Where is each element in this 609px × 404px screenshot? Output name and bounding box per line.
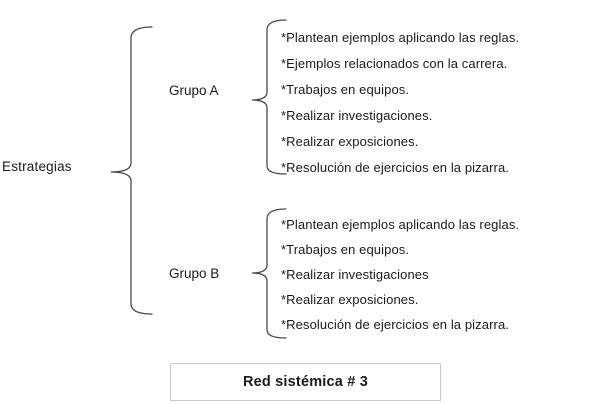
grupo-a-brace-icon [251,19,287,175]
root-label-estrategias: Estrategias [2,159,72,174]
group-a-item: *Resolución de ejercicios en la pizarra. [281,160,510,175]
group-b-item: *Trabajos en equipos. [281,242,410,257]
group-a-item: *Ejemplos relacionados con la carrera. [281,56,508,71]
caption-text: Red sistémica # 3 [242,374,369,390]
group-b-item: *Plantean ejemplos aplicando las reglas. [281,217,520,232]
caption-box: Red sistémica # 3 [170,363,441,401]
group-b-label: Grupo B [169,266,220,281]
group-b-item: *Realizar investigaciones [281,267,429,282]
group-a-item: *Trabajos en equipos. [281,82,410,97]
group-a-item: *Plantean ejemplos aplicando las reglas. [281,30,520,45]
group-a-item: *Realizar exposiciones. [281,134,419,149]
group-a-item-list: *Plantean ejemplos aplicando las reglas.… [281,25,519,181]
group-b-item: *Resolución de ejercicios en la pizarra. [281,317,510,332]
grupo-b-brace-icon [251,208,287,339]
group-b-item-list: *Plantean ejemplos aplicando las reglas.… [281,212,519,337]
group-b-item: *Realizar exposiciones. [281,292,419,307]
estrategias-brace-icon [110,26,153,315]
group-a-label: Grupo A [169,83,219,98]
group-a-item: *Realizar investigaciones. [281,108,433,123]
